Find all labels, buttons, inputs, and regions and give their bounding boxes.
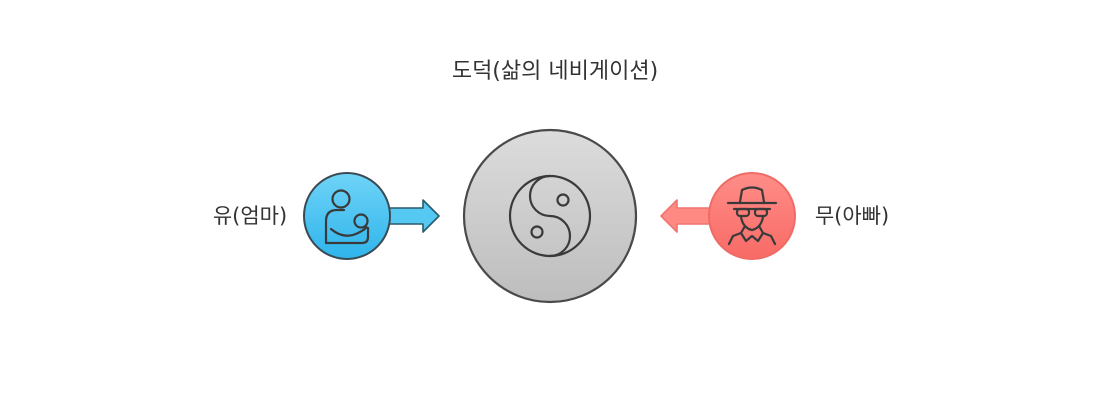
spy-icon [726,186,778,246]
right-label: 무(아빠) [815,204,889,228]
right-node-circle [708,172,796,260]
left-label: 유(엄마) [213,204,287,228]
yin-yang-icon [508,174,592,258]
left-node-circle [303,172,391,260]
diagram-title: 도덕(삶의 네비게이션) [452,59,658,84]
mother-baby-icon [324,189,370,245]
